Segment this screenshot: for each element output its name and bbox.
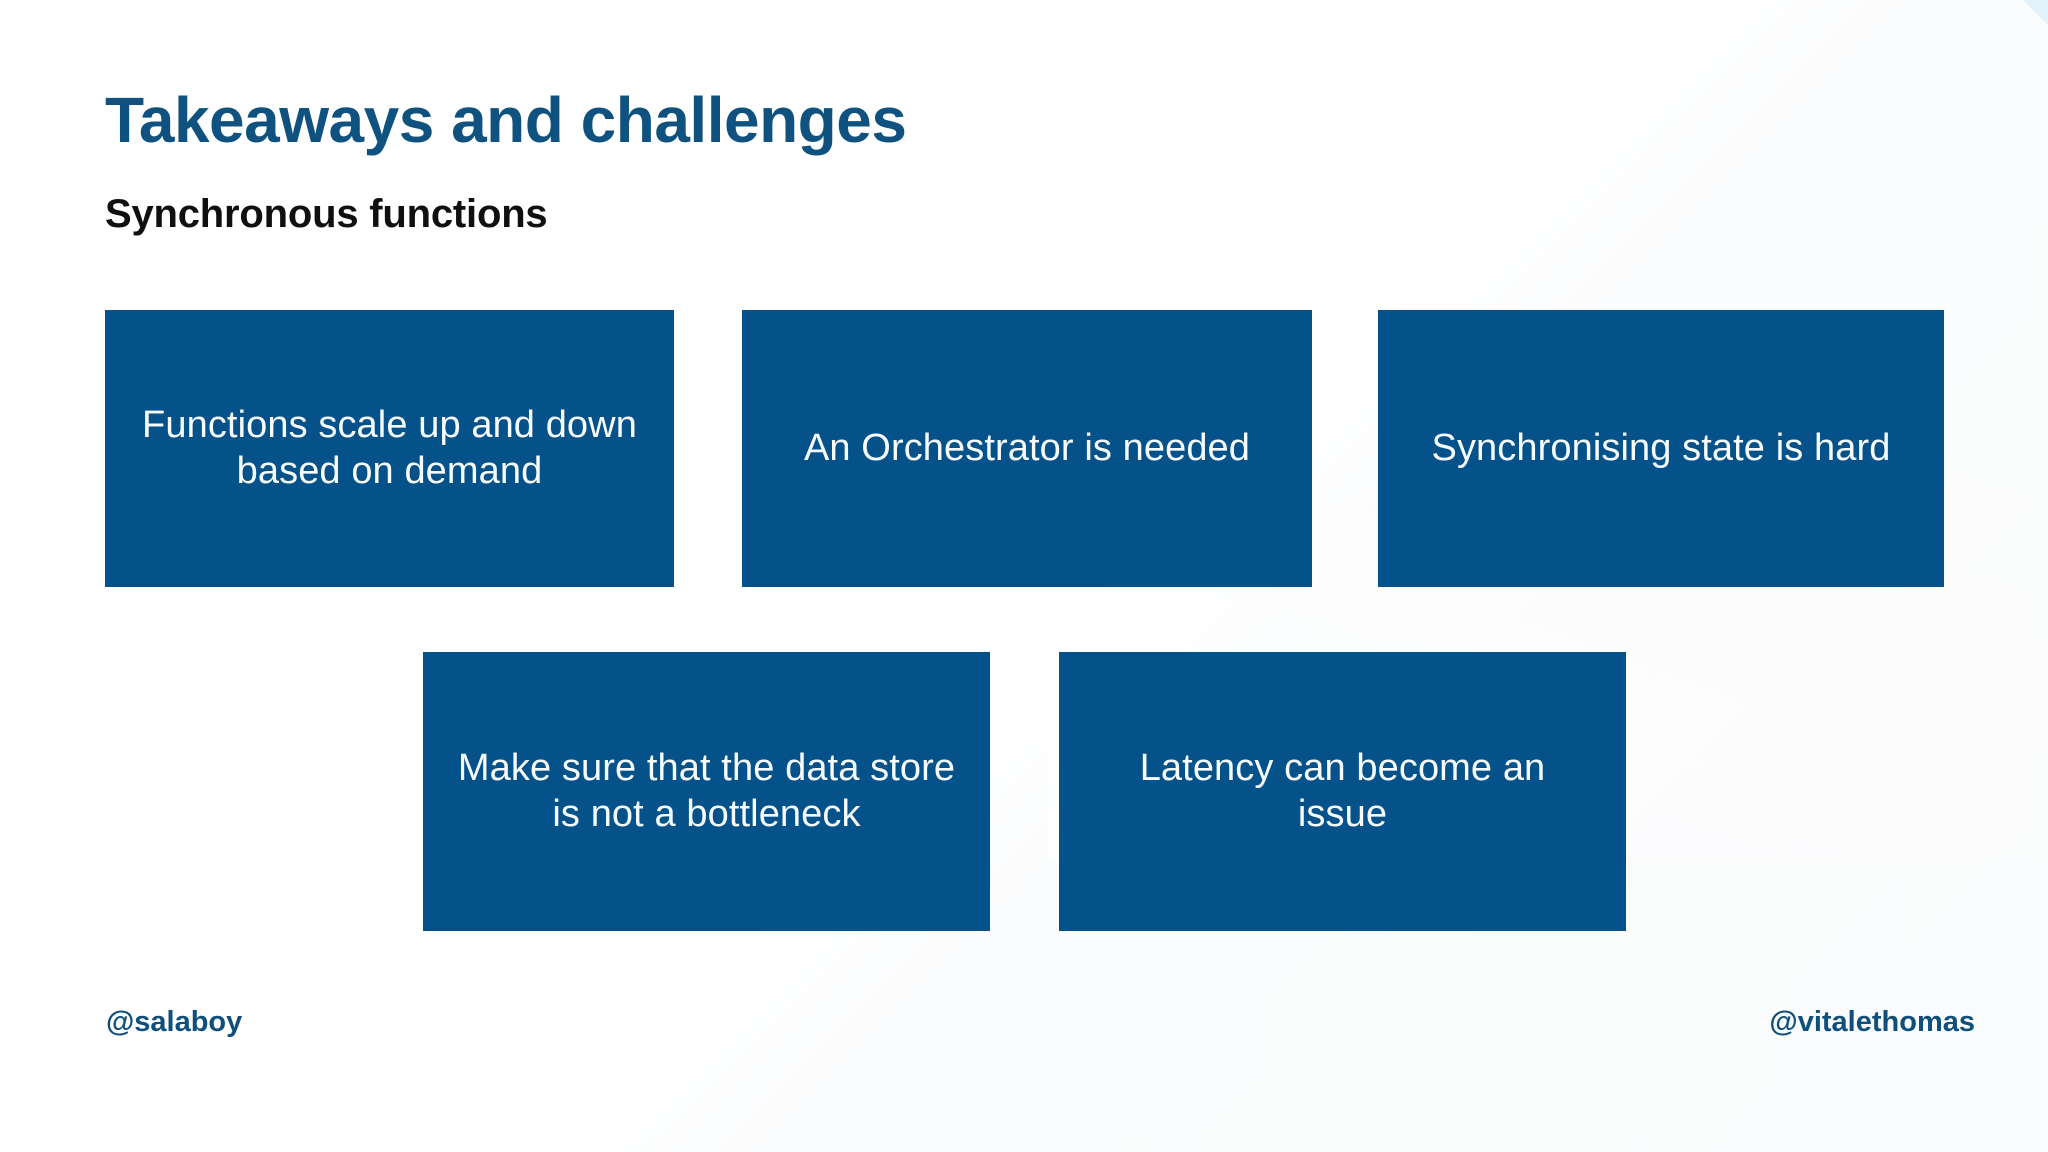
slide-title: Takeaways and challenges xyxy=(105,84,907,156)
concept-box-functions-scale: Functions scale up and down based on dem… xyxy=(105,310,674,587)
slide-subtitle: Synchronous functions xyxy=(105,192,548,236)
footer-handle-right: @vitalethomas xyxy=(1769,1006,1975,1038)
footer-handle-left: @salaboy xyxy=(106,1006,243,1038)
concept-box-latency: Latency can become an issue xyxy=(1059,652,1626,931)
concept-box-label: Functions scale up and down based on dem… xyxy=(142,403,637,492)
concept-box-orchestrator: An Orchestrator is needed xyxy=(742,310,1312,587)
concept-box-label: An Orchestrator is needed xyxy=(803,426,1251,469)
concept-box-label: Make sure that the data store is not a b… xyxy=(457,746,956,835)
concept-box-label: Latency can become an issue xyxy=(1139,746,1546,835)
concept-box-synchronising: Synchronising state is hard xyxy=(1378,310,1944,587)
concept-box-label: Synchronising state is hard xyxy=(1431,426,1891,469)
concept-box-data-store: Make sure that the data store is not a b… xyxy=(423,652,990,931)
